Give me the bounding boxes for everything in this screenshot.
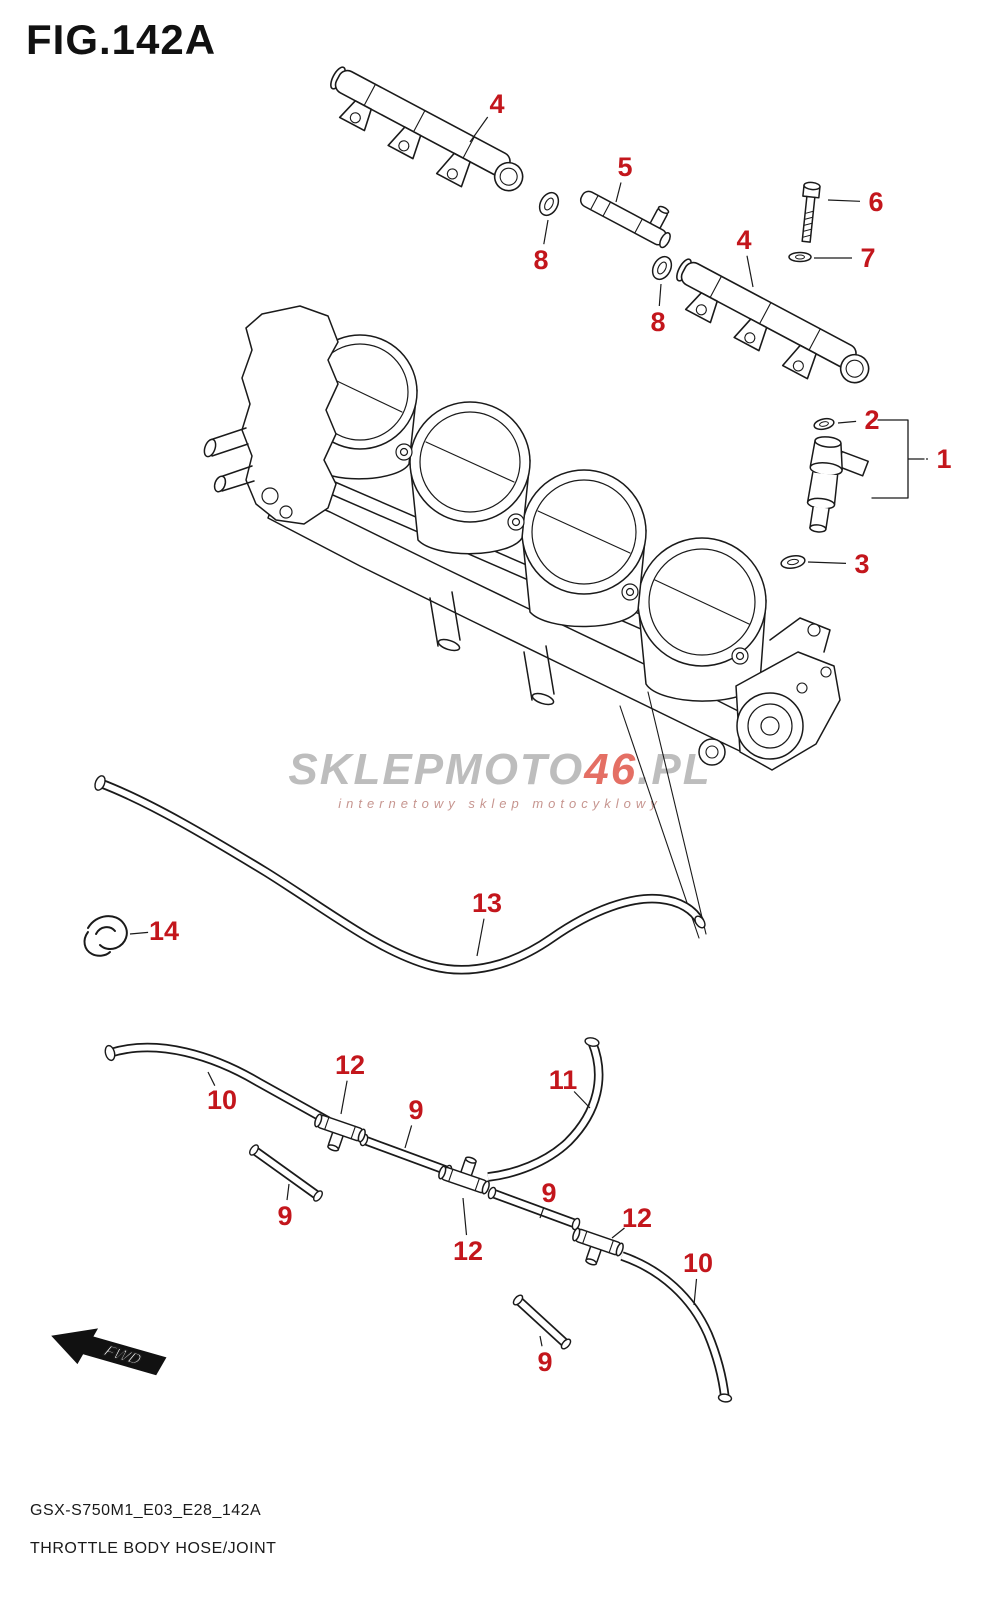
watermark-brand-accent: 46: [584, 745, 638, 794]
callout-leader-5: [615, 182, 622, 203]
callout-number-7: 7: [860, 243, 875, 273]
callout-number-4: 4: [489, 89, 504, 119]
figure-code: GSX-S750M1_E03_E28_142A: [30, 1502, 262, 1519]
callout-leader-14: [129, 931, 149, 935]
callout-leader-10: [693, 1278, 698, 1306]
throttle-body-assembly: [203, 305, 841, 939]
figure-caption: THROTTLE BODY HOSE/JOINT: [30, 1540, 277, 1557]
injector-pockets: [395, 443, 749, 665]
callout-leader-9: [539, 1207, 545, 1219]
callout-leader-8: [658, 283, 662, 307]
callout-number-5: 5: [617, 152, 632, 182]
callout-number-12: 12: [335, 1050, 365, 1080]
callout-leader-8: [543, 219, 549, 245]
callout-number-11: 11: [549, 1065, 578, 1095]
callout-number-13: 13: [472, 888, 502, 918]
o-ring-8-rear: [648, 252, 676, 284]
callout-number-8: 8: [533, 245, 548, 275]
watermark-brand-gray: SKLEPMOTO: [288, 745, 585, 794]
watermark: SKLEPMOTO46.PL internetowy sklep motocyk…: [0, 748, 1000, 812]
callout-leader-9: [286, 1183, 290, 1201]
watermark-brand: SKLEPMOTO46.PL: [0, 748, 1000, 792]
artwork: FWD: [51, 64, 925, 1403]
o-ring-top: [813, 417, 835, 431]
callout-number-12: 12: [453, 1236, 483, 1266]
callout-leader-6: [827, 199, 861, 202]
t-joint-1: [307, 1112, 368, 1160]
fuel-rail-front: [314, 64, 531, 212]
callout-number-9: 9: [537, 1347, 552, 1377]
callout-leader-9: [404, 1125, 413, 1149]
callout-leader-4: [746, 255, 754, 288]
callout-leader-12: [611, 1227, 625, 1239]
callout-number-4: 4: [736, 225, 751, 255]
callout-number-12: 12: [622, 1203, 652, 1233]
hose-main: [94, 775, 706, 975]
callout-number-10: 10: [207, 1085, 237, 1115]
callout-leader-9: [539, 1335, 543, 1347]
callout-number-8: 8: [650, 307, 665, 337]
callout-leader-12: [340, 1080, 348, 1115]
callout-leader-2: [837, 420, 857, 424]
callout-leader-11: [573, 1091, 591, 1109]
hose-clamp: [83, 915, 128, 957]
watermark-brand-suffix: .PL: [637, 745, 712, 794]
callout-number-9: 9: [408, 1095, 423, 1125]
callout-leader-12: [462, 1197, 468, 1236]
callout-number-14: 14: [149, 916, 179, 946]
callout-number-9: 9: [541, 1178, 556, 1208]
fuel-rail-rear: [660, 256, 877, 404]
injector-bracket: [871, 419, 925, 499]
fuel-injector: [806, 436, 869, 533]
washer: [788, 251, 812, 263]
callout-leader-13: [476, 918, 485, 957]
t-joint-2: [436, 1148, 497, 1196]
callout-number-10: 10: [683, 1248, 713, 1278]
bolt: [801, 181, 821, 243]
hose-circuit: [104, 1037, 733, 1403]
t-joint-3: [565, 1226, 626, 1274]
o-ring-bottom: [780, 554, 806, 570]
callout-leader-3: [807, 561, 847, 564]
callout-leader-4: [469, 116, 489, 143]
callout-leader-10: [207, 1071, 216, 1086]
callout-number-1: 1: [936, 444, 951, 474]
figure-title: FIG.142A: [26, 16, 217, 63]
fuel-joint-pipe: [579, 190, 671, 249]
o-ring-8-front: [535, 188, 563, 220]
callout-number-6: 6: [868, 187, 883, 217]
callout-number-9: 9: [277, 1201, 292, 1231]
callout-number-3: 3: [854, 549, 869, 579]
watermark-tagline: internetowy sklep motocyklowy: [338, 796, 662, 811]
fwd-arrow: FWD: [51, 1328, 167, 1376]
callout-number-2: 2: [864, 405, 879, 435]
